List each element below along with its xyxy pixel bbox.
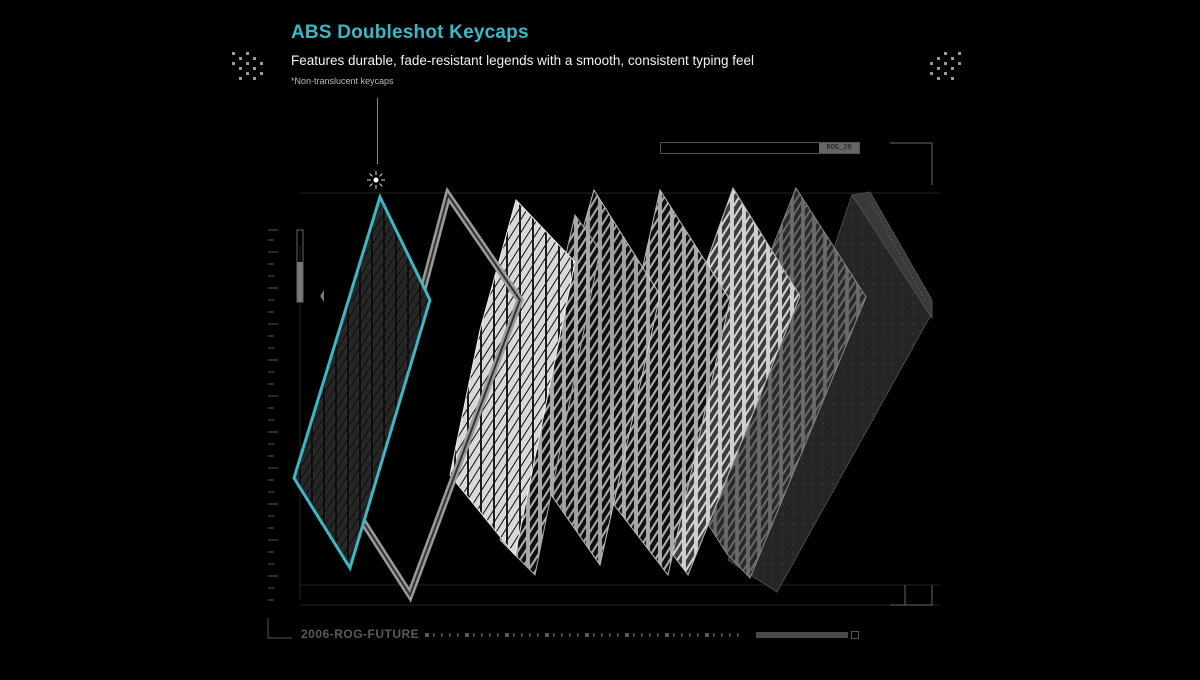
dot	[951, 77, 954, 80]
dot	[253, 67, 256, 70]
tag-label: ROG_20	[819, 143, 859, 153]
dot	[232, 52, 235, 55]
dot	[951, 57, 954, 60]
tag-bar: ROG_20	[660, 142, 860, 154]
dot	[253, 57, 256, 60]
footer-tick	[521, 633, 523, 637]
footer-tick	[513, 633, 515, 637]
footer-tick	[609, 633, 611, 637]
dot	[944, 52, 947, 55]
dot	[246, 72, 249, 75]
page-title: ABS Doubleshot Keycaps	[291, 22, 529, 43]
footer-tick	[625, 633, 629, 637]
dot	[246, 62, 249, 65]
footer-tick	[441, 633, 443, 637]
footer-tick	[537, 633, 539, 637]
dot	[260, 62, 263, 65]
footer-tick	[497, 633, 499, 637]
footer-progress-bar	[756, 632, 848, 638]
footer-ticks	[425, 633, 739, 637]
dot	[246, 52, 249, 55]
layer-keycaps-highlighted	[292, 192, 432, 572]
footer-tick	[673, 633, 675, 637]
footer-tick	[729, 633, 731, 637]
footer-tick	[617, 633, 619, 637]
dot	[232, 62, 235, 65]
footer-tick	[697, 633, 699, 637]
right-bracket	[890, 142, 933, 606]
footer-tick	[737, 633, 739, 637]
footer-tick	[681, 633, 683, 637]
sun-icon	[367, 171, 385, 189]
footer-code: 2006-ROG-FUTURE	[301, 627, 420, 641]
footer-tick	[553, 633, 555, 637]
footer-tick	[713, 633, 715, 637]
footer-tick	[457, 633, 459, 637]
dot	[937, 77, 940, 80]
footer-tick	[705, 633, 709, 637]
dot	[239, 67, 242, 70]
dot	[253, 77, 256, 80]
dot	[944, 62, 947, 65]
dot	[958, 62, 961, 65]
footer-tick	[489, 633, 491, 637]
footnote: *Non-translucent keycaps	[291, 76, 394, 86]
footer-tick	[481, 633, 483, 637]
dot-grid-icon	[930, 52, 970, 82]
footer-tick	[545, 633, 549, 637]
footer-tick	[449, 633, 451, 637]
dot	[951, 67, 954, 70]
footer-tick	[577, 633, 579, 637]
left-ruler	[268, 239, 278, 601]
footer-tick	[721, 633, 723, 637]
callout-line	[377, 98, 378, 164]
dot	[944, 72, 947, 75]
dot	[930, 72, 933, 75]
layer-switches	[449, 199, 576, 557]
footer-tick	[505, 633, 509, 637]
footer-tick	[641, 633, 643, 637]
footer-tick	[665, 633, 669, 637]
footer-tick	[689, 633, 691, 637]
dot-grid-icon	[232, 52, 272, 82]
footer-tick	[465, 633, 469, 637]
dot	[937, 57, 940, 60]
dot	[239, 57, 242, 60]
footer-tick	[633, 633, 635, 637]
dot	[958, 52, 961, 55]
dot	[260, 72, 263, 75]
footer-tick	[601, 633, 603, 637]
footer-tick	[593, 633, 595, 637]
page-subtitle: Features durable, fade-resistant legends…	[291, 53, 755, 68]
footer-tick	[585, 633, 589, 637]
footer-tick	[569, 633, 571, 637]
level-gauge	[296, 229, 324, 303]
footer-tick	[561, 633, 563, 637]
footer-tick	[657, 633, 659, 637]
dot	[930, 62, 933, 65]
footer-tick	[529, 633, 531, 637]
footer-tick	[425, 633, 429, 637]
left-bracket	[267, 229, 292, 639]
footer-tick	[433, 633, 435, 637]
footer-tick	[473, 633, 475, 637]
footer-square	[851, 631, 859, 639]
footer-tick	[649, 633, 651, 637]
dot	[239, 77, 242, 80]
dot	[937, 67, 940, 70]
